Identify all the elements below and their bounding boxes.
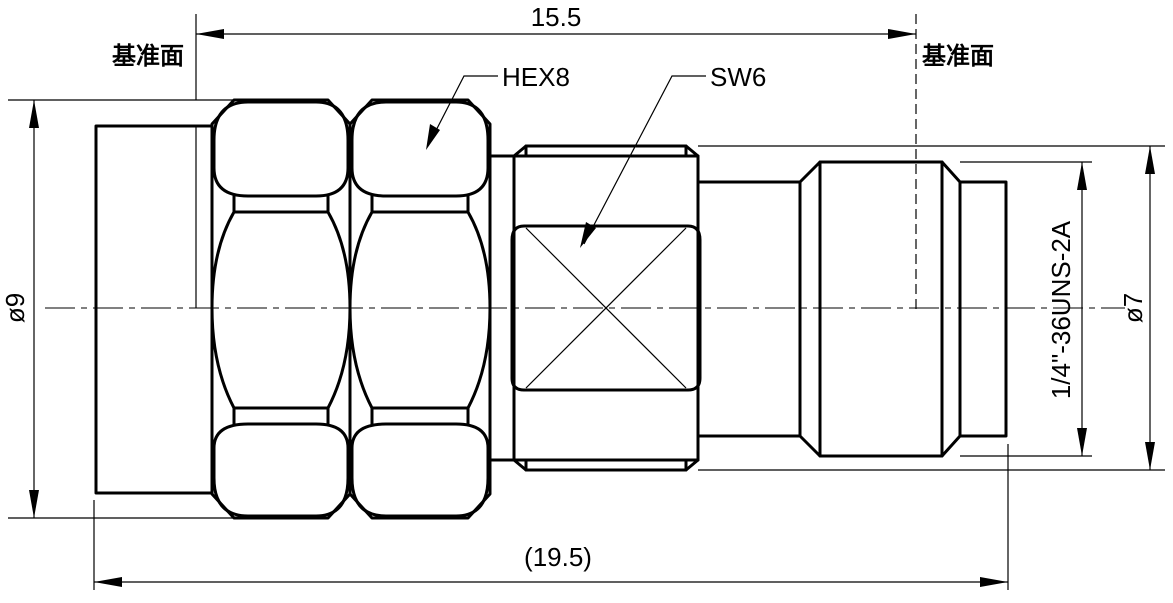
- dimension-left-diameter: ø9: [0, 100, 39, 518]
- right-diameter-label: ø7: [1118, 293, 1148, 323]
- left-diameter-label: ø9: [0, 293, 30, 323]
- hex-label: HEX8: [502, 62, 570, 92]
- datum-length-label: 15.5: [531, 2, 582, 32]
- dimension-datum-length: 15.5: [196, 2, 916, 39]
- overall-length-label: (19.5): [524, 542, 592, 572]
- hex-nut-2: [348, 98, 492, 520]
- dimension-right-diameter: ø7: [1118, 146, 1155, 470]
- thread-spec-label: 1/4"-36UNS-2A: [1046, 220, 1076, 399]
- datum-left-label: 基准面: [112, 42, 184, 70]
- hex-callout: HEX8: [426, 62, 570, 150]
- sw-callout: SW6: [580, 62, 766, 248]
- dimension-thread: 1/4"-36UNS-2A: [1046, 162, 1087, 456]
- left-cylinder: [94, 124, 214, 495]
- hex-nut-1: [210, 98, 352, 520]
- neck: [488, 154, 516, 462]
- datum-right-label: 基准面: [922, 42, 994, 70]
- dimension-overall-length: (19.5): [94, 542, 1008, 587]
- extension-lines: [8, 14, 1165, 590]
- threaded-end: [696, 160, 1008, 458]
- sw-label: SW6: [710, 62, 766, 92]
- wrench-flat-section: [510, 144, 702, 472]
